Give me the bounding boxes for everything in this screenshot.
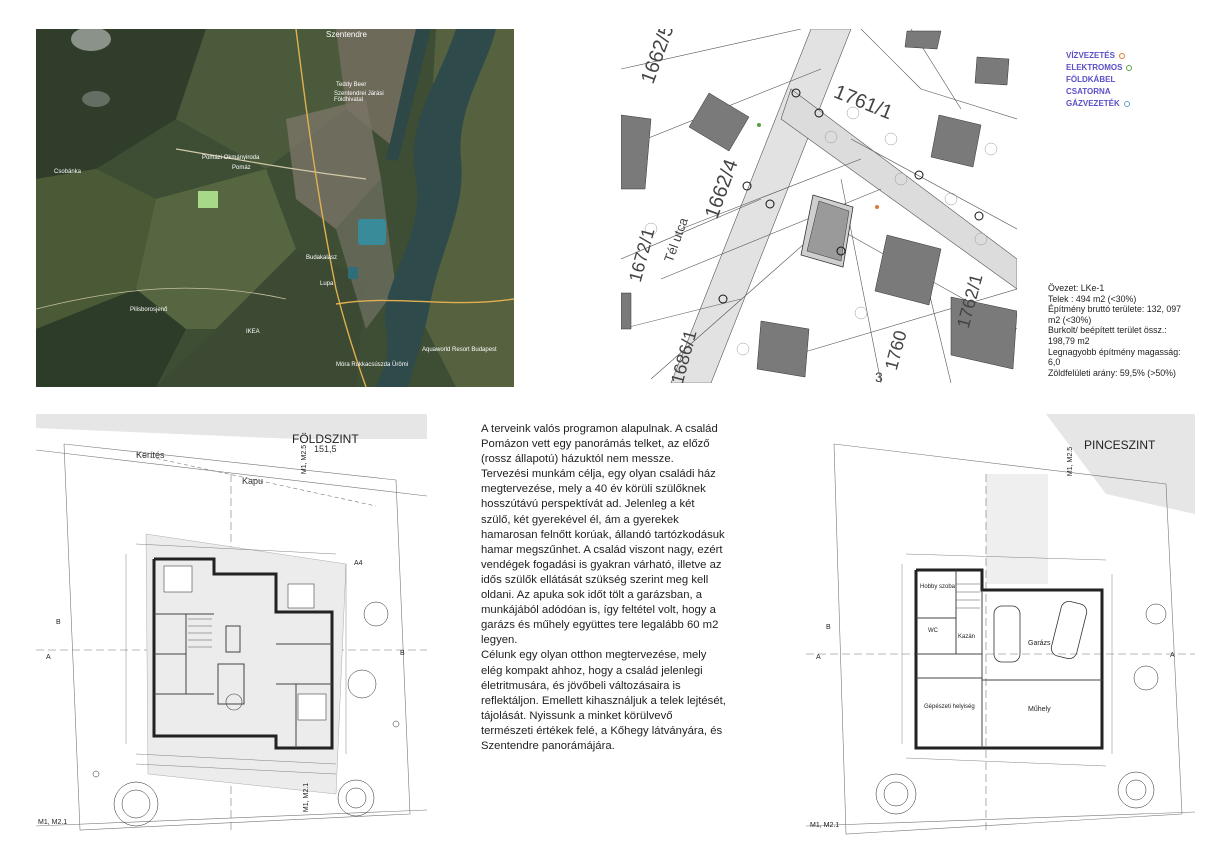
zoning-line: Burkolt/ beépített terület össz.: xyxy=(1048,325,1167,336)
water-marker-icon xyxy=(1118,53,1125,59)
map-label-lupa: Lupa xyxy=(320,281,334,287)
parcel-3: 3 xyxy=(875,369,883,383)
zoning-line: Legnagyobb építmény magasság: xyxy=(1048,346,1181,357)
gate-label: Kapu xyxy=(242,476,264,486)
room-label: Kazán xyxy=(958,634,976,640)
fence-label: Kerítés xyxy=(136,450,165,460)
legend-item: CSATORNA xyxy=(1066,86,1132,98)
plot-highlight xyxy=(198,191,218,208)
section-mark: B xyxy=(826,624,831,631)
zoning-info: Övezet: LKe-1 Telek : 494 m2 (<30%) Épít… xyxy=(1048,283,1218,378)
zoning-line: Zöldfelületi arány: 59,5% (>50%) xyxy=(1048,367,1176,378)
zoning-line: Övezet: LKe-1 xyxy=(1048,283,1105,293)
section-mark: M1, M2.5 xyxy=(1067,446,1075,477)
legend-label: GÁZVEZETÉK xyxy=(1066,99,1120,108)
section-mark: M1, M2.5 xyxy=(301,444,309,475)
section-mark: A xyxy=(1170,652,1175,659)
section-mark: A xyxy=(816,654,821,661)
description-paragraph: Tervezési munkám célja, egy olyan család… xyxy=(481,468,725,647)
utility-legend: VÍZVEZETÉS ELEKTROMOS FÖLDKÁBEL CSATORNA… xyxy=(1066,50,1133,110)
legend-item: FÖLDKÁBEL xyxy=(1066,74,1132,86)
zoning-line: Telek : 494 m2 (<30%) xyxy=(1048,293,1137,304)
site-utility-map: 1662/5 1662/4 1761/1 1672/1 1686/1 1760 … xyxy=(621,29,1017,383)
legend-label: ELEKTROMOS xyxy=(1066,63,1123,72)
zoning-line: Építmény bruttó területe: 132, 097 xyxy=(1048,304,1182,315)
map-label-okmany: Pomázi Okmányiroda xyxy=(202,155,260,161)
ground-floor-plan: FÖLDSZINT 151,5 Kerítés Kapu A B M1, M2.… xyxy=(36,414,427,864)
planned-house xyxy=(800,194,854,268)
section-mark: B xyxy=(400,650,405,657)
basement-drawing xyxy=(806,414,1195,835)
section-mark: M1, M2.1 xyxy=(303,782,311,813)
room-label: Gépészeti helyiség xyxy=(924,704,975,710)
map-label-szentendre: Szentendre xyxy=(326,30,367,39)
legend-item: ELEKTROMOS xyxy=(1066,62,1133,74)
map-label-csobanka: Csobánka xyxy=(54,169,82,175)
satellite-map-image xyxy=(36,29,514,387)
map-label-pomaz: Pomáz xyxy=(232,165,251,171)
legend-label: VÍZVEZETÉS xyxy=(1066,51,1115,60)
legend-label: CSATORNA xyxy=(1066,87,1111,96)
map-label-aquaworld: Aquaworld Resort Budapest xyxy=(422,347,497,353)
section-mark: A xyxy=(46,654,51,661)
legend-item: VÍZVEZETÉS xyxy=(1066,50,1132,62)
map-label-teddy: Teddy Beer xyxy=(336,82,367,88)
basement-title: PINCESZINT xyxy=(1084,438,1156,452)
ground-floor-title: FÖLDSZINT xyxy=(292,432,359,446)
basement-plan: PINCESZINT Hobby szoba WC Kazán Garázs G… xyxy=(806,414,1195,864)
section-mark: M1, M2.1 xyxy=(38,819,68,826)
legend-label: FÖLDKÁBEL xyxy=(1066,75,1116,84)
map-label-ikea: IKEA xyxy=(246,329,260,335)
map-label-budakalasz: Budakalász xyxy=(306,255,338,261)
zoning-line: m2 (<30%) xyxy=(1048,314,1092,325)
room-label: Garázs xyxy=(1028,640,1051,647)
gas-marker-icon xyxy=(1123,101,1130,107)
electric-marker-icon xyxy=(1126,65,1133,71)
satellite-map: Szentendre Teddy Beer Szentendrei Járási… xyxy=(36,29,514,387)
room-label: WC xyxy=(928,628,938,634)
section-mark: A4 xyxy=(354,560,363,567)
room-label: Műhely xyxy=(1028,706,1051,713)
description-paragraph: A terveink valós programon alapulnak. A … xyxy=(481,423,718,466)
section-mark: B xyxy=(56,619,61,626)
room-label: Hobby szoba xyxy=(920,584,956,590)
description-paragraph: Célunk egy olyan otthon megtervezése, me… xyxy=(481,649,726,752)
ground-floor-level: 151,5 xyxy=(314,444,337,454)
map-label-foldhivatal: Szentendrei Járási Földhivatal xyxy=(334,91,384,103)
legend-item: GÁZVEZETÉK xyxy=(1066,98,1132,110)
zoning-line: 6,0 xyxy=(1048,357,1061,368)
map-label-pilisborosjeno: Pilisborosjenő xyxy=(130,307,168,313)
site-utility-drawing xyxy=(621,29,1017,383)
map-label-mall: Móra Rukkacsúszda Ürömi xyxy=(336,362,409,368)
section-mark: M1, M2.1 xyxy=(810,822,840,829)
zoning-line: 198,79 m2 xyxy=(1048,335,1090,346)
project-description: A terveink valós programon alapulnak. A … xyxy=(481,422,726,754)
ground-floor-drawing xyxy=(36,414,427,834)
